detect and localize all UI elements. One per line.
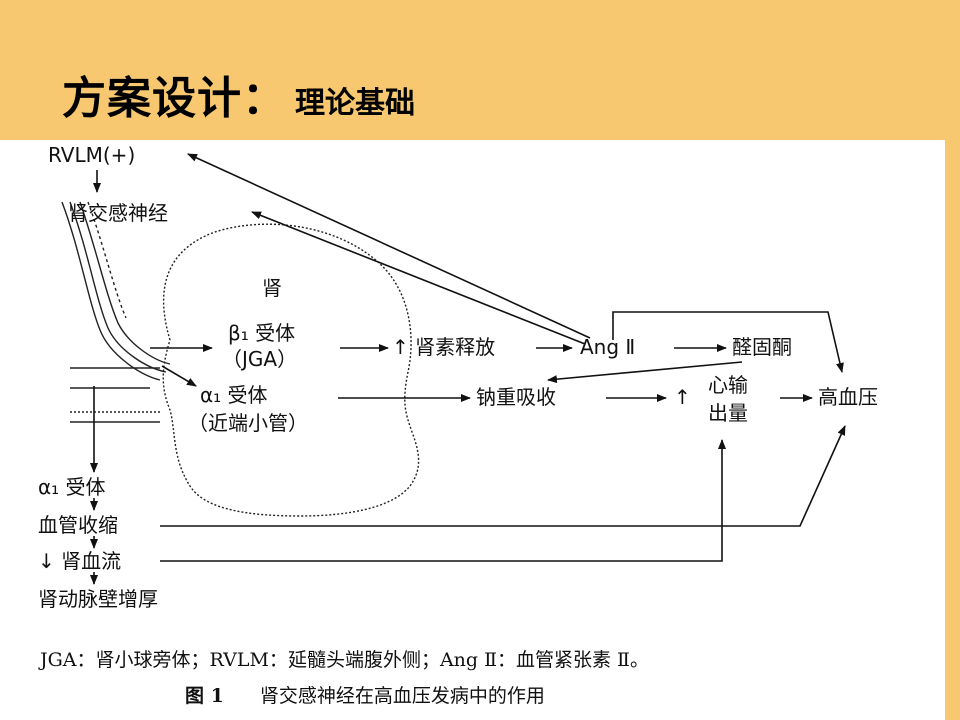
- renal-vessel: [70, 367, 160, 423]
- title-sub: 理论基础: [295, 86, 415, 121]
- node-renin-release: ↑ 肾素释放: [392, 335, 495, 359]
- kidney-outline: [162, 223, 420, 517]
- node-kidney: 肾: [262, 276, 282, 300]
- node-beta1-receptor: β₁ 受体: [228, 321, 295, 345]
- node-renal-blood-flow: ↓ 肾血流: [38, 549, 121, 573]
- caption-figure-title-line: 图 1 肾交感神经在高血压发病中的作用: [185, 681, 885, 708]
- node-sodium-reabsorption: 钠重吸收: [476, 385, 556, 409]
- node-cardiac-output-2: 出量: [708, 401, 748, 425]
- node-hypertension: 高血压: [818, 385, 878, 409]
- node-cardiac-output-arrow: ↑: [674, 385, 691, 409]
- node-vasoconstriction: 血管收缩: [38, 513, 118, 537]
- title-main: 方案设计：: [62, 73, 287, 124]
- node-cardiac-output-1: 心输: [708, 373, 748, 397]
- figure-number: 图 1: [185, 685, 224, 707]
- node-aldosterone: 醛固酮: [732, 335, 792, 359]
- node-rvlm: RVLM(+): [48, 143, 135, 167]
- node-alpha1-receptor-vessel: α₁ 受体: [38, 475, 106, 499]
- arrows: [90, 153, 846, 585]
- slide-title: 方案设计： 理论基础: [62, 62, 415, 124]
- diagram-labels: RVLM(+) 肾交感神经 肾 β₁ 受体 （JGA） α₁ 受体 （近端小管）…: [38, 143, 878, 611]
- node-alpha1-receptor-kidney: α₁ 受体: [200, 383, 268, 407]
- node-ang2: Ang Ⅱ: [580, 335, 635, 359]
- node-proximal-tubule: （近端小管）: [188, 411, 308, 435]
- node-jga: （JGA）: [222, 347, 297, 371]
- nerve-bundle: [61, 201, 171, 381]
- figure-title: 肾交感神经在高血压发病中的作用: [259, 685, 545, 707]
- figure-panel: RVLM(+) 肾交感神经 肾 β₁ 受体 （JGA） α₁ 受体 （近端小管）…: [0, 140, 945, 720]
- node-artery-wall: 肾动脉壁增厚: [38, 587, 158, 611]
- caption-abbreviations: JGA：肾小球旁体；RVLM：延髓头端腹外侧；Ang Ⅱ：血管紧张素 Ⅱ。: [40, 649, 649, 671]
- diagram-svg: RVLM(+) 肾交感神经 肾 β₁ 受体 （JGA） α₁ 受体 （近端小管）…: [38, 143, 878, 611]
- node-renal-sympathetic: 肾交感神经: [68, 201, 168, 225]
